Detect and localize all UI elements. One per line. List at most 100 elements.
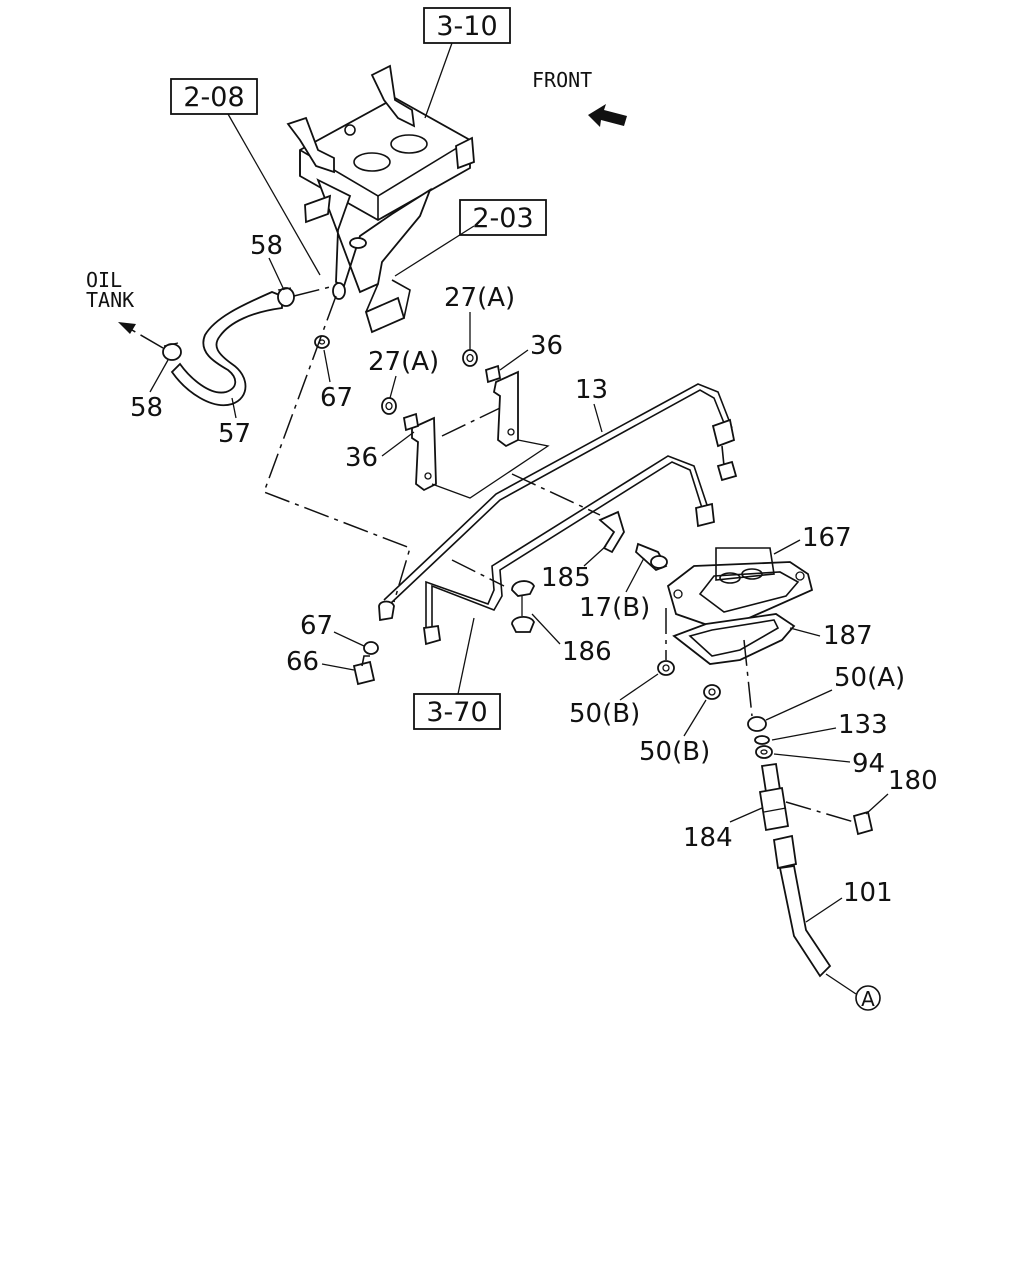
callout-180-label: 180 xyxy=(888,766,938,796)
callout-50b-right-label: 50(B) xyxy=(639,737,710,767)
alignment-dash-mid xyxy=(511,473,601,516)
callout-186[interactable]: 186 xyxy=(531,613,612,667)
bleeder-180 xyxy=(852,810,874,836)
callout-17b[interactable]: 17(B) xyxy=(579,557,650,623)
ref-label-2-08: 2-08 xyxy=(183,82,244,113)
callout-133[interactable]: 133 xyxy=(771,710,888,741)
callout-57[interactable]: 57 xyxy=(218,397,251,449)
callout-185[interactable]: 185 xyxy=(541,545,607,593)
callout-36-lower-label: 36 xyxy=(345,443,378,473)
washer-67-lower xyxy=(363,641,379,655)
callout-67-upper[interactable]: 67 xyxy=(320,349,353,413)
callout-101-label: 101 xyxy=(843,878,893,908)
callout-187-label: 187 xyxy=(823,621,873,651)
callout-17b-label: 17(B) xyxy=(579,593,650,623)
hose-connection-dash xyxy=(293,285,335,297)
callout-180[interactable]: 180 xyxy=(865,766,938,815)
alignment-dash-lower xyxy=(451,559,505,587)
hose-clamp-58-lower xyxy=(162,342,182,361)
callout-50b-left[interactable]: 50(B) xyxy=(569,673,659,729)
nut-27a-lower xyxy=(381,397,397,415)
callout-36-upper[interactable]: 36 xyxy=(499,331,563,371)
plate-167 xyxy=(666,547,814,631)
nut-27a-upper xyxy=(462,349,478,367)
ref-box-2-08[interactable]: 2-08 xyxy=(170,78,258,115)
callout-66[interactable]: 66 xyxy=(286,647,355,677)
pipe-13 xyxy=(378,383,738,622)
front-label: FRONT xyxy=(532,68,592,92)
tank-label: TANK xyxy=(86,288,134,312)
callout-57-label: 57 xyxy=(218,419,251,449)
callout-184-label: 184 xyxy=(683,823,733,853)
callout-58-lower-label: 58 xyxy=(130,393,163,423)
callout-167-label: 167 xyxy=(802,523,852,553)
clip-185 xyxy=(598,510,625,554)
ref-box-2-03[interactable]: 2-03 xyxy=(459,199,547,236)
callout-27a-lower-label: 27(A) xyxy=(368,347,439,377)
pedal-bracket-assembly xyxy=(286,64,475,334)
callout-186-label: 186 xyxy=(562,637,612,667)
callout-36-upper-label: 36 xyxy=(530,331,563,361)
callout-27a-upper-label: 27(A) xyxy=(444,283,515,313)
oil-hose-57 xyxy=(170,291,283,407)
alignment-dash-clips xyxy=(441,407,501,437)
callout-185-label: 185 xyxy=(541,563,591,593)
callout-27a-lower[interactable]: 27(A) xyxy=(368,347,439,399)
callout-50b-left-label: 50(B) xyxy=(569,699,640,729)
hose-101 xyxy=(772,834,832,978)
clip-186 xyxy=(511,580,536,633)
clip-link-lines xyxy=(431,439,550,499)
bolt-66 xyxy=(352,655,376,686)
bracket-fitting xyxy=(332,282,346,300)
washer-133 xyxy=(754,735,770,745)
alignment-dash-plate-right xyxy=(743,639,753,717)
callout-167[interactable]: 167 xyxy=(773,523,852,555)
leader-3-10 xyxy=(424,42,453,119)
nut-50b-left xyxy=(657,660,675,676)
callout-58-upper[interactable]: 58 xyxy=(250,231,285,291)
leader-A xyxy=(825,973,857,995)
callout-58-upper-label: 58 xyxy=(250,231,283,261)
callout-58-lower[interactable]: 58 xyxy=(130,359,169,423)
callout-36-lower[interactable]: 36 xyxy=(345,431,415,473)
callout-67-lower[interactable]: 67 xyxy=(300,611,365,647)
callout-50a[interactable]: 50(A) xyxy=(765,663,905,721)
clip-36-lower xyxy=(402,412,437,492)
callout-66-label: 66 xyxy=(286,647,319,677)
alignment-dash-180 xyxy=(785,801,855,823)
callout-13[interactable]: 13 xyxy=(575,375,608,433)
ref-label-3-10: 3-10 xyxy=(436,11,497,42)
callout-101[interactable]: 101 xyxy=(805,878,893,923)
connection-point-a-icon: A xyxy=(855,985,881,1011)
pipe-lower xyxy=(422,455,715,646)
hose-clamp-58-upper xyxy=(277,287,295,307)
callout-133-label: 133 xyxy=(838,710,888,740)
connector-184 xyxy=(758,762,790,832)
nut-50b-right xyxy=(703,684,721,700)
ref-label-2-03: 2-03 xyxy=(472,203,533,234)
callout-187[interactable]: 187 xyxy=(789,621,873,651)
callout-50b-right[interactable]: 50(B) xyxy=(639,699,710,767)
leader-3-70 xyxy=(457,617,475,695)
callout-13-label: 13 xyxy=(575,375,608,405)
bolt-17b xyxy=(634,542,668,572)
callout-94-label: 94 xyxy=(852,749,885,779)
callout-94[interactable]: 94 xyxy=(773,749,885,779)
callout-27a-upper[interactable]: 27(A) xyxy=(444,283,515,350)
front-arrow-icon xyxy=(588,104,627,127)
clip-36-upper xyxy=(484,364,519,448)
point-a-label: A xyxy=(861,987,875,1011)
alignment-dash-left xyxy=(263,295,411,603)
ref-box-3-10[interactable]: 3-10 xyxy=(423,7,511,44)
callout-184[interactable]: 184 xyxy=(683,807,763,853)
callout-67-lower-label: 67 xyxy=(300,611,333,641)
oil-label: OIL xyxy=(86,268,122,292)
callout-67-upper-label: 67 xyxy=(320,383,353,413)
washer-94 xyxy=(755,745,773,759)
ref-label-3-70: 3-70 xyxy=(426,697,487,728)
leader-2-03 xyxy=(394,225,475,277)
gasket-187 xyxy=(672,613,796,665)
oil-tank-arrow-icon xyxy=(118,322,164,349)
ref-box-3-70[interactable]: 3-70 xyxy=(413,693,501,730)
